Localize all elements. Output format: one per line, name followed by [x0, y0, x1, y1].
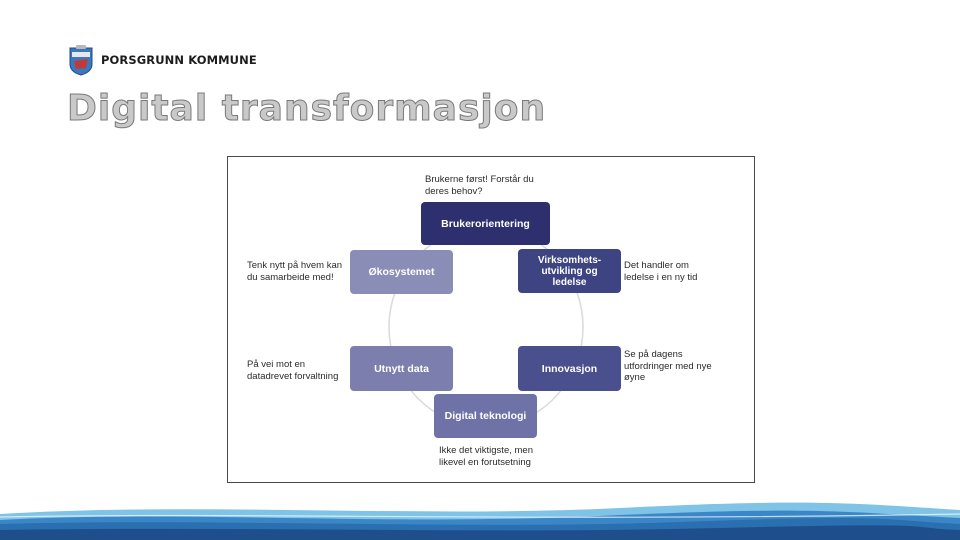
node-okosystemet: Økosystemet: [350, 250, 453, 294]
coat-of-arms-icon: [68, 44, 94, 76]
organization-name: PORSGRUNN KOMMUNE: [101, 53, 257, 67]
node-virksomhetsutvikling: Virksomhets-utvikling og ledelse: [518, 249, 621, 293]
note-okosystemet: Tenk nytt på hvem kan du samarbeide med!: [247, 260, 351, 283]
node-innovasjon: Innovasjon: [518, 346, 621, 391]
node-utnytt-data: Utnytt data: [350, 346, 453, 391]
header-logo: PORSGRUNN KOMMUNE: [68, 44, 257, 76]
footer-wave-band: [0, 496, 960, 540]
note-virksomhet: Det handler om ledelse i en ny tid: [624, 260, 716, 283]
note-brukerorientering: Brukerne først! Forstår du deres behov?: [425, 174, 550, 197]
note-utnytt-data: På vei mot en datadrevet forvaltning: [247, 359, 347, 382]
note-innovasjon: Se på dagens utfordringer med nye øyne: [624, 349, 716, 384]
node-brukerorientering: Brukerorientering: [421, 202, 550, 245]
note-digital-teknologi: Ikke det viktigste, men likevel en forut…: [439, 445, 551, 468]
transformation-diagram: Brukerne først! Forstår du deres behov? …: [227, 156, 755, 483]
node-digital-teknologi: Digital teknologi: [434, 394, 537, 438]
page-title: Digital transformasjon: [67, 88, 546, 129]
